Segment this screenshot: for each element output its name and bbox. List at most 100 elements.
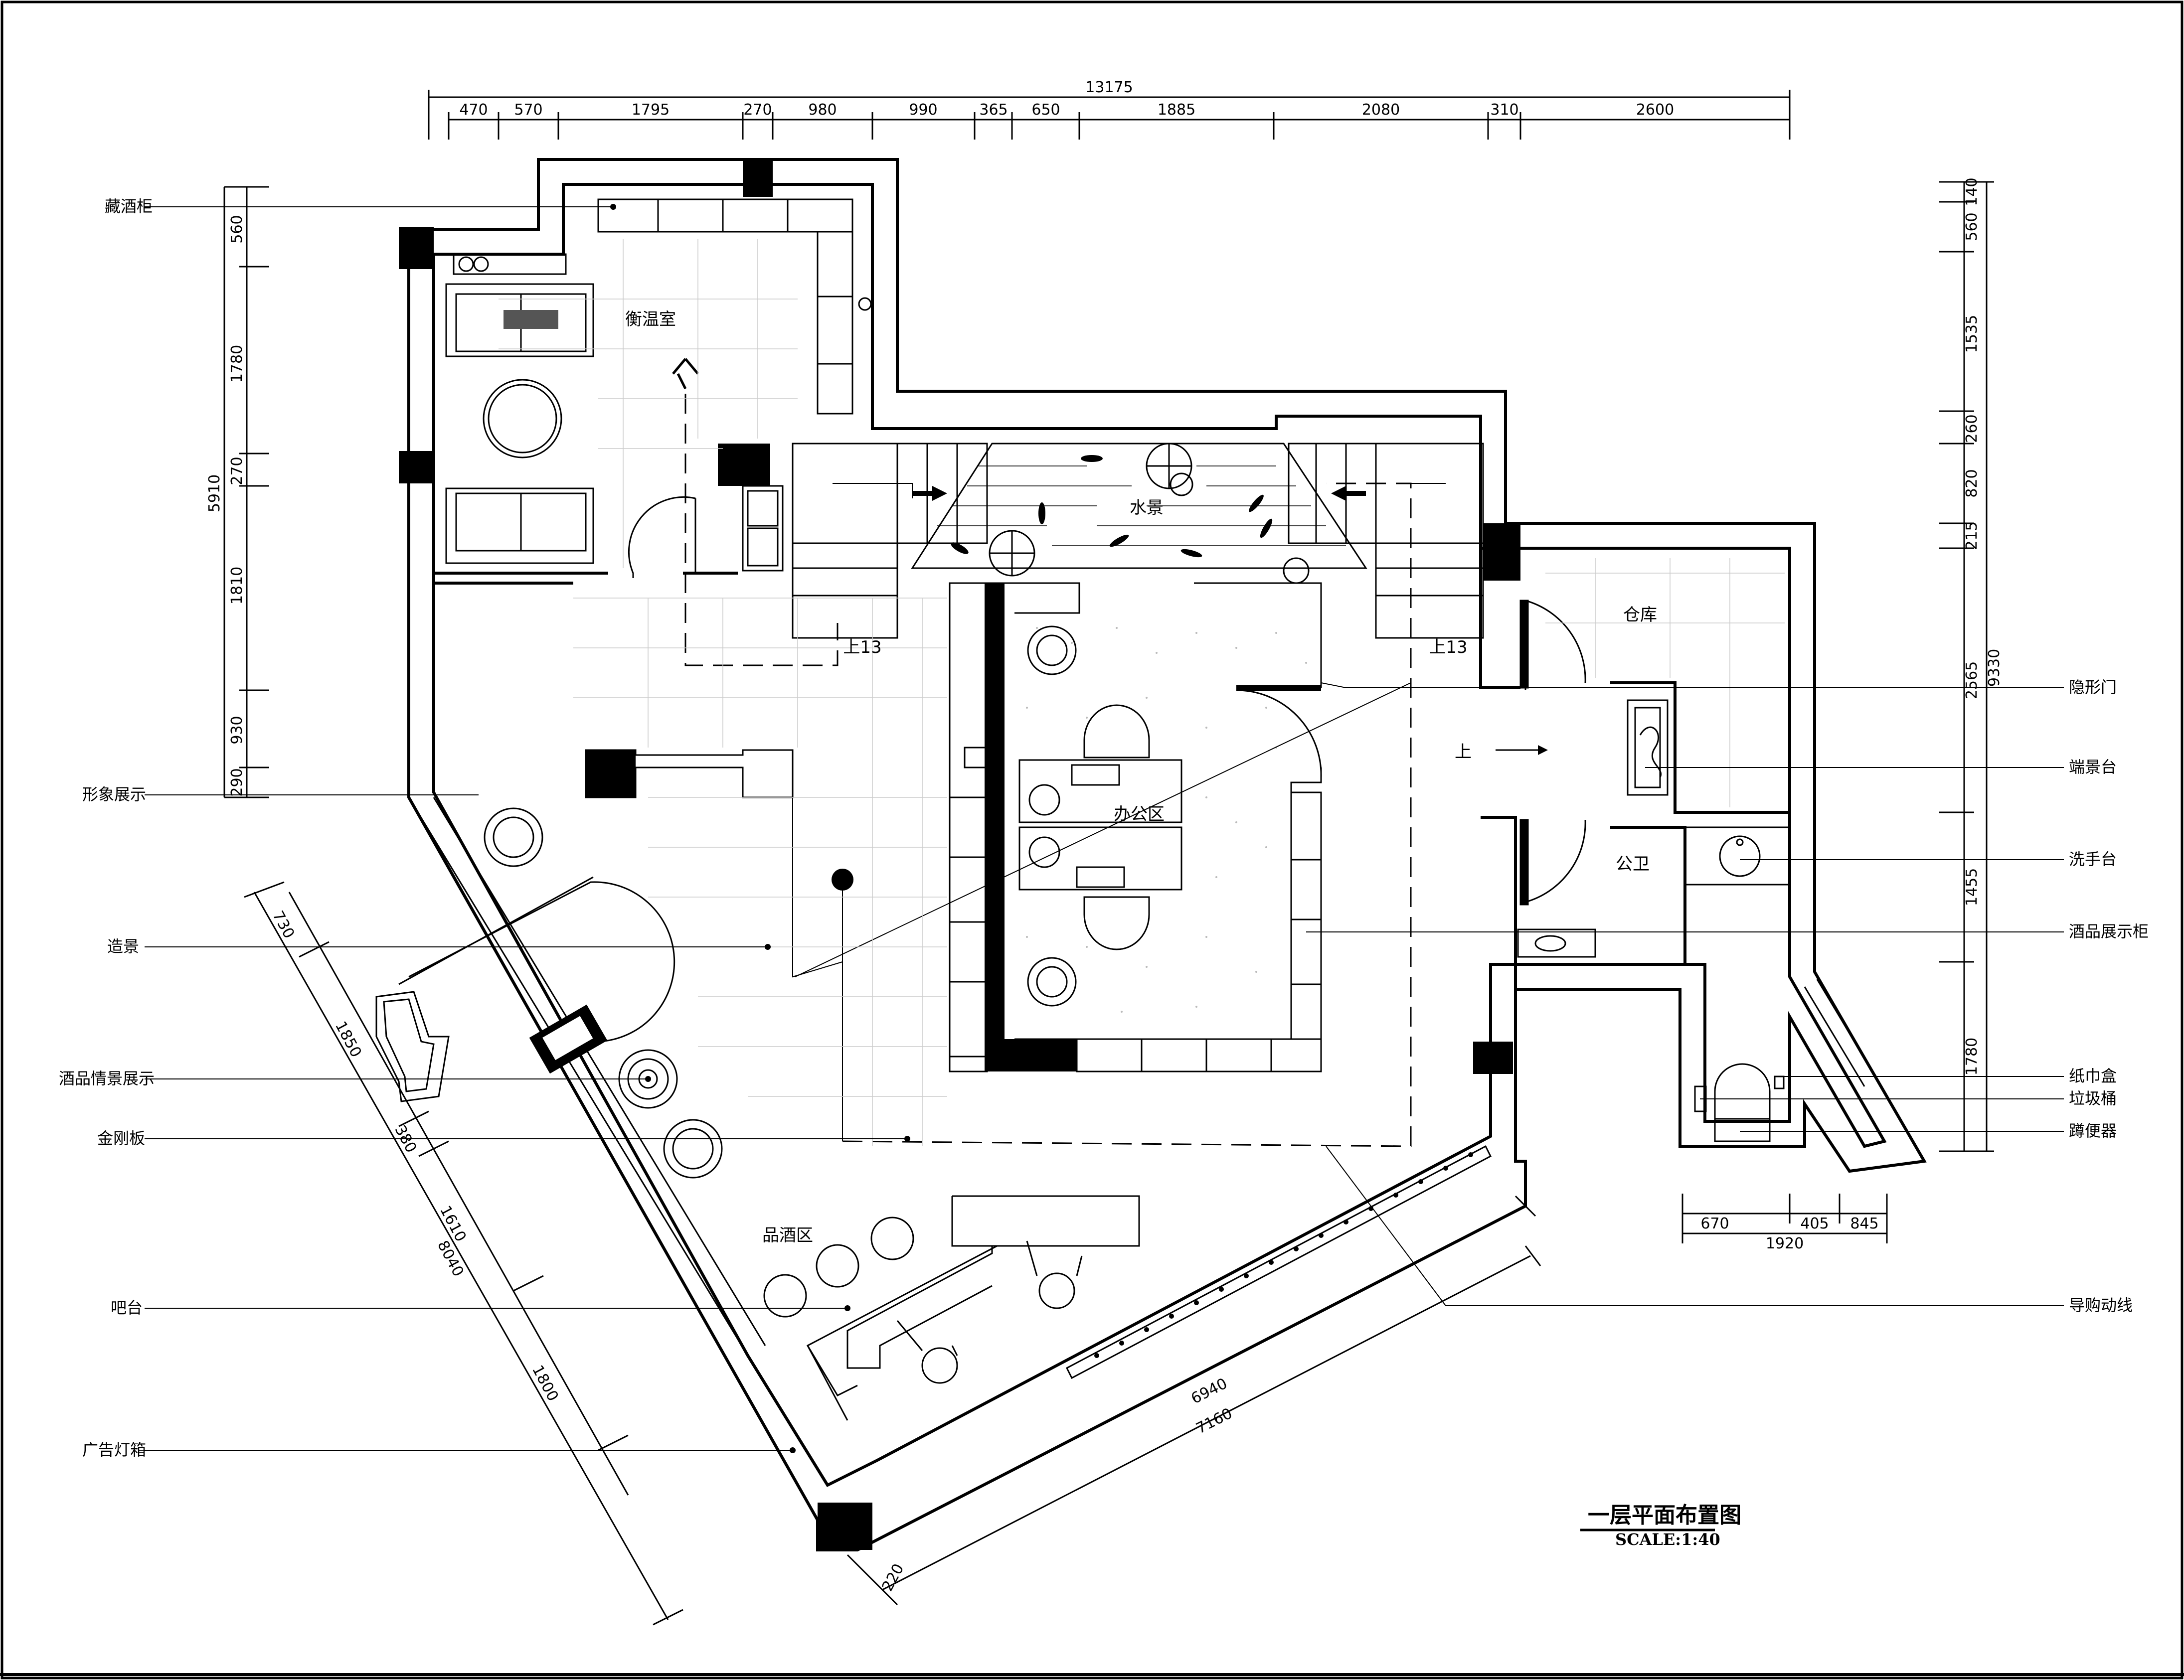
guide-path-cellar [684,394,839,666]
dim-top: 2080 [1362,101,1400,119]
step-label-right: 上13 [1429,637,1467,657]
drawing-title: 一层平面布置图 [1588,1503,1741,1528]
dim-top: 1885 [1158,101,1195,119]
dim-right: 1780 [1963,1038,1981,1075]
dim-diag-bottom: 7160 [1193,1405,1235,1438]
top-dimension-labels: 470 570 1795 270 980 990 365 650 1885 20… [459,101,1674,119]
dim-top: 1795 [632,101,670,119]
left-callout-leaders [145,206,907,1451]
diagonal-left-dimension-labels: 730 1850 380 1610 1800 8040 [269,908,561,1404]
diagonal-left-dimension-chain [244,881,683,1626]
walls [407,158,1927,1551]
dim-toilet-total: 1920 [1766,1235,1804,1252]
dim-top-total: 13175 [1085,79,1133,96]
dim-left: 1780 [228,345,246,383]
toilet-dimension-labels: 670 405 845 1920 [1700,1215,1878,1252]
dim-diag: 1850 [332,1019,365,1061]
label-wash-basin: 洗手台 [2069,850,2117,869]
room-label-storage: 仓库 [1623,605,1657,625]
room-label-tasting: 品酒区 [762,1225,813,1245]
main-hall [375,749,1492,1421]
dim-top: 2600 [1636,101,1674,119]
dim-right: 2565 [1963,661,1981,699]
dim-right: 260 [1963,414,1981,443]
dim-top: 570 [514,101,542,119]
dim-left-total: 5910 [206,474,223,512]
label-ad-lightbox: 广告灯箱 [82,1440,146,1459]
label-image-display: 形象展示 [82,785,146,804]
up-label: 上 [1455,742,1472,762]
stair-hint [833,483,1446,498]
label-hidden-door: 隐形门 [2069,678,2117,697]
right-dimension-chain [1939,181,1994,1152]
dim-top: 980 [808,101,837,119]
dim-top: 310 [1490,101,1518,119]
dim-right: 560 [1963,212,1981,241]
step-label-left: 上13 [843,637,881,657]
label-wood-floor: 金刚板 [97,1129,145,1148]
label-wine-scene-display: 酒品情景展示 [59,1069,155,1088]
label-tissue-box: 纸巾盒 [2069,1067,2117,1085]
fish-icons [912,455,1366,558]
coffee-table [504,310,558,329]
right-dimension-labels: 140 560 1535 260 820 215 2565 1455 1780 [1963,177,1981,1075]
label-end-table: 端景台 [2069,758,2117,776]
arrow-head [1538,745,1548,755]
arrow-up-icon [672,358,699,390]
room-label-office: 办公区 [1114,804,1165,824]
dim-right: 1455 [1963,868,1981,906]
dim-top: 650 [1031,101,1060,119]
floor-pattern-line [792,797,843,978]
right-callout-leaders [1306,682,2064,1306]
guide-route [842,482,1412,1147]
dim-top: 270 [743,101,772,119]
room-label-toilet: 公卫 [1616,854,1650,874]
dim-right: 820 [1963,469,1981,497]
left-dimension-labels: 560 1780 270 1810 930 290 [228,215,246,796]
dim-toilet: 405 [1800,1215,1829,1232]
door-leaf [1236,685,1321,691]
label-trash-bin: 垃圾桶 [2069,1089,2117,1108]
room-label-wine-cellar: 衡温室 [625,309,676,329]
storage-and-toilet [1517,600,1878,1142]
dim-right: 215 [1963,521,1981,550]
dim-diag-bottom: 6940 [1188,1375,1230,1408]
ad-light-box-dots [1094,1152,1473,1358]
water-feature-lines [937,465,1346,546]
floor-pattern-line [795,682,1411,977]
wine-cellar-room [445,198,872,578]
end-table-ornament [1639,726,1662,778]
left-dimension-chain [223,186,269,798]
dim-top: 470 [459,101,488,119]
dim-diag: 1610 [436,1203,470,1245]
room-label-water-feature: 水景 [1130,498,1164,518]
label-wine-display-cabinet: 酒品展示柜 [2069,922,2149,941]
drawing-scale: SCALE:1:40 [1615,1530,1720,1549]
label-squat-toilet: 蹲便器 [2069,1121,2117,1140]
toilet-dimension-chain [1681,1194,1888,1243]
office-floor-texture [1026,627,1307,1013]
dim-right: 140 [1963,177,1981,206]
left-callout-dots [610,204,910,1453]
dim-left: 270 [228,457,246,485]
label-landscape: 造景 [107,937,139,956]
office-area [949,582,1322,1072]
water-feature-area [792,443,1484,639]
dim-right-total: 9330 [1986,649,2003,687]
label-bar-counter: 吧台 [111,1298,143,1317]
dim-top: 990 [909,101,937,119]
structural-columns [399,159,1520,1550]
dim-left: 290 [228,768,246,796]
dim-right: 1535 [1963,315,1981,353]
dim-toilet: 670 [1700,1215,1729,1232]
dim-left: 930 [228,716,246,744]
diagonal-bottom-dimension-labels: 6940 7160 220 [879,1375,1235,1594]
label-shopping-route: 导购动线 [2069,1296,2133,1315]
label-wine-cabinet: 藏酒柜 [105,197,153,216]
dim-toilet: 845 [1850,1215,1878,1232]
floor-tile-grid [499,239,1785,1146]
dim-left: 1810 [228,567,246,605]
dim-left: 560 [228,215,246,243]
